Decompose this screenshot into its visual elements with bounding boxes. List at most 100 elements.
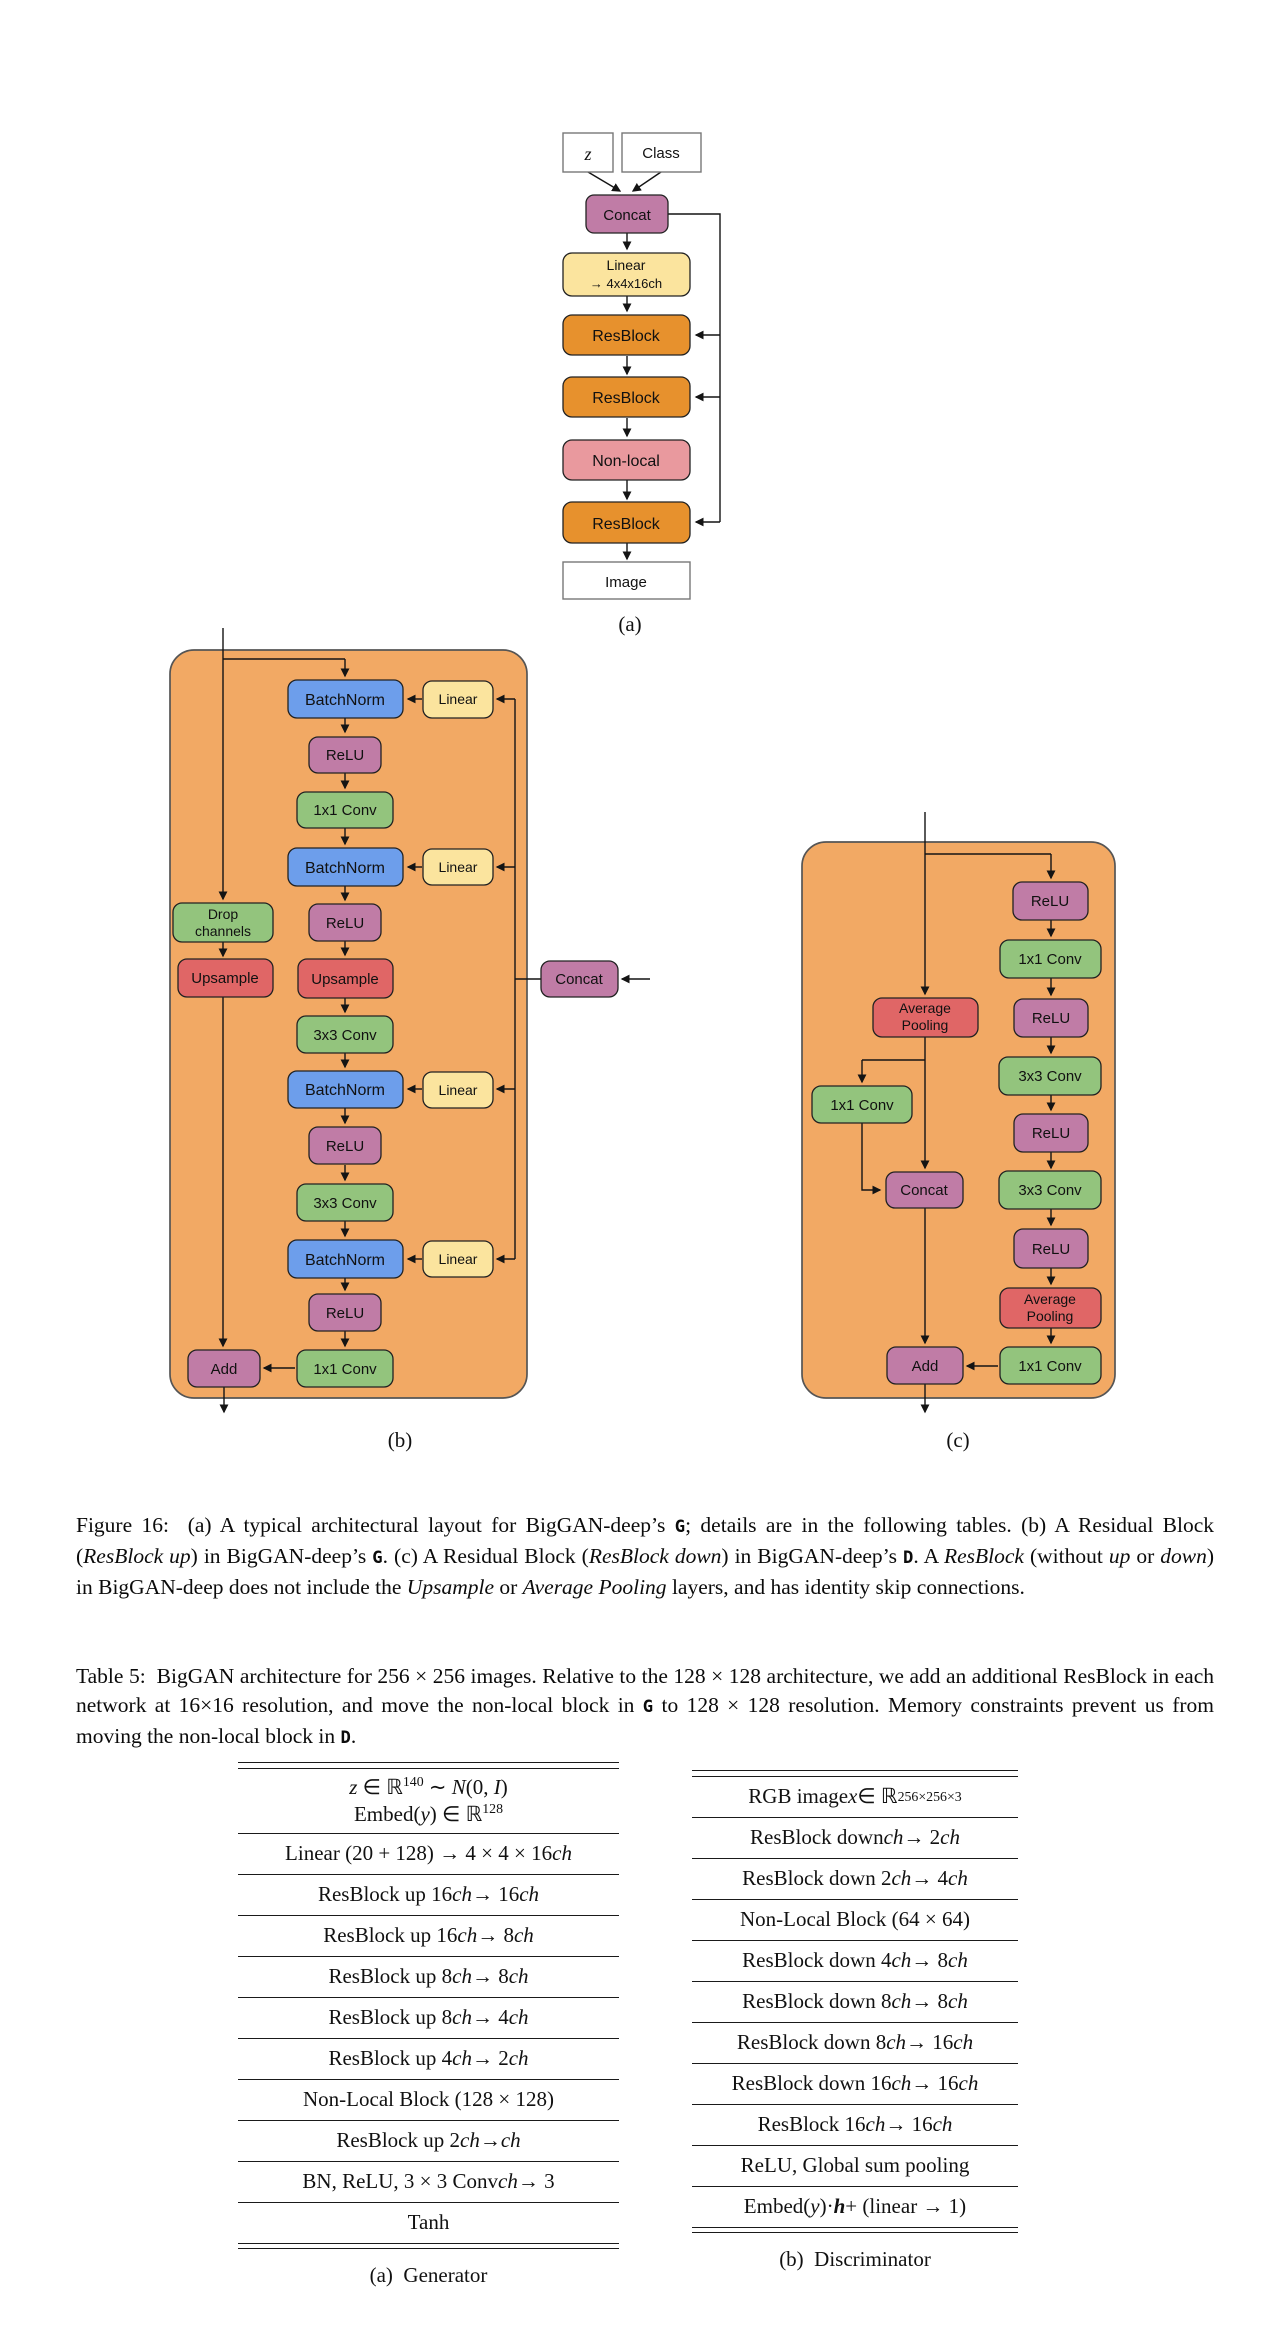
average-pooling-box xyxy=(999,1287,1102,1329)
table-cell: Embed(y) ∈ ℝ128 xyxy=(353,1800,504,1826)
average-pooling-box xyxy=(872,997,979,1038)
node-resblock-2: ResBlock xyxy=(562,376,691,418)
relu-label: ReLU xyxy=(1032,1010,1070,1027)
node-relu-b4: ReLU xyxy=(308,1293,382,1332)
concat-box xyxy=(540,960,619,998)
node-conv1x1-b2: 1x1 Conv xyxy=(296,1349,394,1388)
conv-box xyxy=(998,1170,1102,1210)
node-linear-a: Linear → 4x4x16ch xyxy=(562,252,691,297)
conv-label: 1x1 Conv xyxy=(1018,951,1082,968)
non-local-label: Non-local xyxy=(592,453,660,470)
linear-box xyxy=(422,1071,494,1109)
concat-box xyxy=(885,1171,964,1209)
linear-label: Linear xyxy=(439,859,478,875)
drop-channels-box xyxy=(172,902,274,943)
node-relu-c4: ReLU xyxy=(1013,1228,1089,1269)
average-pooling-label-line1: Average xyxy=(1024,1291,1076,1307)
relu-box xyxy=(308,903,382,942)
batchnorm-label: BatchNorm xyxy=(305,860,385,877)
relu-box xyxy=(1013,1113,1089,1153)
node-avgpool-main: Average Pooling xyxy=(999,1287,1102,1329)
node-resblock-1: ResBlock xyxy=(562,314,691,356)
table-5-caption: Table 5: BigGAN architecture for 256 × 2… xyxy=(76,1663,1214,1748)
node-batchnorm-1: BatchNorm xyxy=(287,679,404,719)
node-class-input: Class xyxy=(621,132,702,173)
node-add-c: Add xyxy=(886,1346,964,1385)
node-add-b: Add xyxy=(187,1349,261,1388)
node-batchnorm-4: BatchNorm xyxy=(287,1239,404,1279)
diagram-c-edges xyxy=(857,812,1056,1414)
concat-box xyxy=(585,194,669,234)
linear-box xyxy=(422,680,494,719)
generator-table: z ∈ ℝ140 ∼ N(0, I) Embed(y) ∈ ℝ128 Linea… xyxy=(238,1762,619,2288)
relu-label: ReLU xyxy=(1032,1125,1070,1142)
average-pooling-label-line1: Average xyxy=(899,1000,951,1016)
node-conv3x3-c2: 3x3 Conv xyxy=(998,1170,1102,1210)
relu-label: ReLU xyxy=(326,915,364,932)
node-relu-c2: ReLU xyxy=(1013,998,1089,1038)
linear-label: Linear xyxy=(439,691,478,707)
node-batchnorm-2: BatchNorm xyxy=(287,847,404,887)
conv-label: 1x1 Conv xyxy=(1018,1358,1082,1375)
node-conv3x3-b1: 3x3 Conv xyxy=(296,1015,394,1054)
node-drop-channels: Drop channels xyxy=(172,902,274,943)
node-resblock-3: ResBlock xyxy=(562,501,691,544)
table-top-rule xyxy=(692,1770,1018,1777)
relu-box xyxy=(308,1126,382,1165)
concat-label: Concat xyxy=(555,971,603,988)
node-z-input: z xyxy=(562,132,614,173)
conv-label: 3x3 Conv xyxy=(313,1027,377,1044)
node-linear-mod-3: Linear xyxy=(422,1071,494,1109)
upsample-box xyxy=(177,958,274,998)
discriminator-table-caption: (b) Discriminator xyxy=(779,2247,931,2272)
relu-label: ReLU xyxy=(326,747,364,764)
relu-label: ReLU xyxy=(326,1138,364,1155)
conv-box xyxy=(296,1015,394,1054)
average-pooling-label-line2: Pooling xyxy=(902,1017,949,1033)
node-relu-b2: ReLU xyxy=(308,903,382,942)
linear-box xyxy=(422,1240,494,1278)
conv-label: 3x3 Conv xyxy=(1018,1068,1082,1085)
relu-box xyxy=(1013,998,1089,1038)
relu-box xyxy=(1012,881,1089,921)
drop-channels-label-line1: Drop xyxy=(208,906,239,922)
batchnorm-box xyxy=(287,1239,404,1279)
relu-box xyxy=(308,736,382,774)
table-row: z ∈ ℝ140 ∼ N(0, I) Embed(y) ∈ ℝ128 xyxy=(238,1769,619,1833)
linear-box xyxy=(562,252,691,297)
linear-label-line1: Linear xyxy=(607,257,646,273)
relu-label: ReLU xyxy=(1031,893,1069,910)
upsample-box xyxy=(297,958,394,999)
linear-label: Linear xyxy=(439,1251,478,1267)
add-box xyxy=(886,1346,964,1385)
conv-box xyxy=(999,939,1102,979)
conv-box xyxy=(998,1056,1102,1096)
diagram-a-edges xyxy=(587,171,721,561)
subfigure-a-label: (a) xyxy=(618,612,641,636)
table-cell: z ∈ ℝ140 ∼ N(0, I) xyxy=(349,1773,508,1799)
add-label: Add xyxy=(211,1361,238,1378)
linear-box xyxy=(422,848,494,886)
concat-label: Concat xyxy=(603,207,651,224)
diagram-a: z Class Concat Linear → 4x4x16ch ResBloc… xyxy=(562,132,721,636)
table-top-rule xyxy=(238,1762,619,1769)
resblock-box xyxy=(562,376,691,418)
figure-16-caption: Figure 16: (a) A typical architectural l… xyxy=(76,1512,1215,1599)
z-box xyxy=(562,132,614,173)
node-image-output: Image xyxy=(562,561,691,600)
linear-label-line2: → 4x4x16ch xyxy=(590,276,662,291)
diagram-b-edges xyxy=(218,628,650,1414)
table-bottom-rule xyxy=(238,2242,619,2250)
node-concat-b: Concat xyxy=(540,960,619,998)
add-label: Add xyxy=(912,1358,939,1375)
